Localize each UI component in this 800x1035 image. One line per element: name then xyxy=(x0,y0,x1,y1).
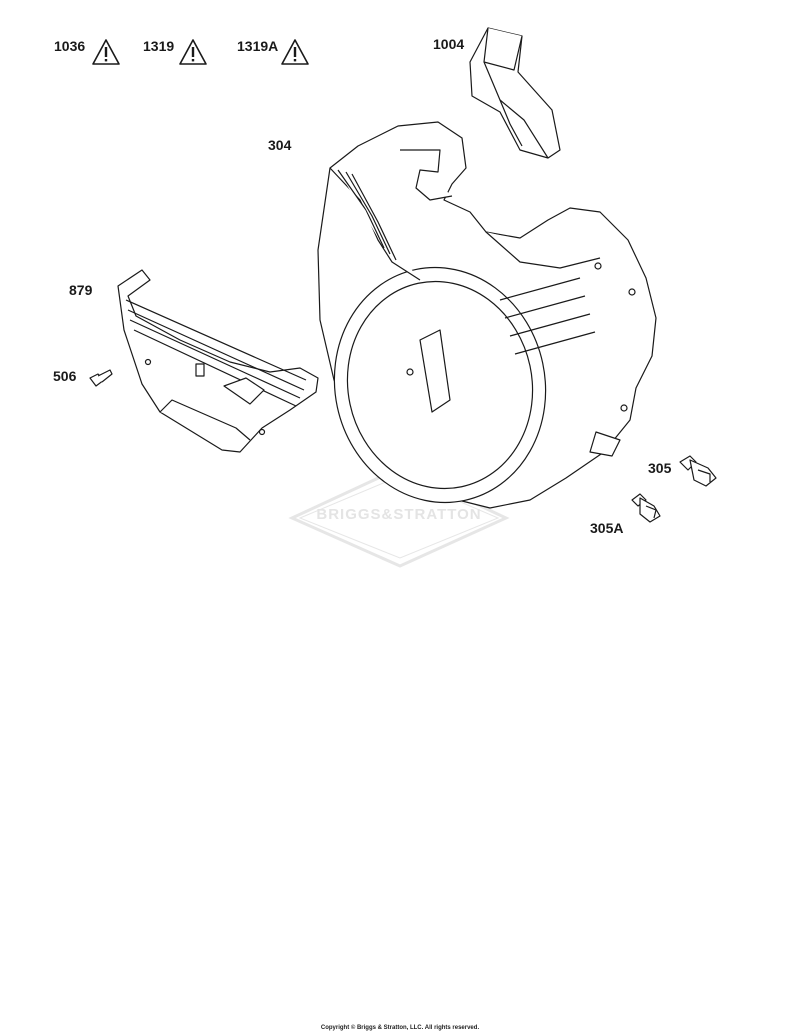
callout-1319[interactable]: 1319 xyxy=(143,38,175,54)
callout-304[interactable]: 304 xyxy=(268,137,292,153)
callout-1036[interactable]: 1036 xyxy=(54,38,86,54)
warning-triangle-icon xyxy=(179,39,207,65)
part-305-screw[interactable] xyxy=(679,455,717,487)
callout-1319a[interactable]: 1319A xyxy=(237,38,279,54)
callout-305a[interactable]: 305A xyxy=(590,520,624,536)
callout-506[interactable]: 506 xyxy=(53,368,77,384)
part-305a-screw[interactable] xyxy=(631,493,661,523)
callout-305[interactable]: 305 xyxy=(648,460,672,476)
brand-watermark-text: BRIGGS&STRATTON xyxy=(316,506,482,523)
copyright-notice: Copyright © Briggs & Stratton, LLC. All … xyxy=(320,1025,480,1031)
callout-879[interactable]: 879 xyxy=(69,282,93,298)
callout-1004[interactable]: 1004 xyxy=(433,36,465,52)
part-506-screw[interactable] xyxy=(89,369,113,387)
warning-triangle-icon xyxy=(92,39,120,65)
warning-triangle-icon xyxy=(281,39,309,65)
brand-watermark-logo xyxy=(288,466,510,568)
part-1004-air-guide[interactable] xyxy=(469,27,561,159)
part-879-guard[interactable] xyxy=(117,269,319,453)
part-304-blower-housing[interactable] xyxy=(313,121,657,522)
